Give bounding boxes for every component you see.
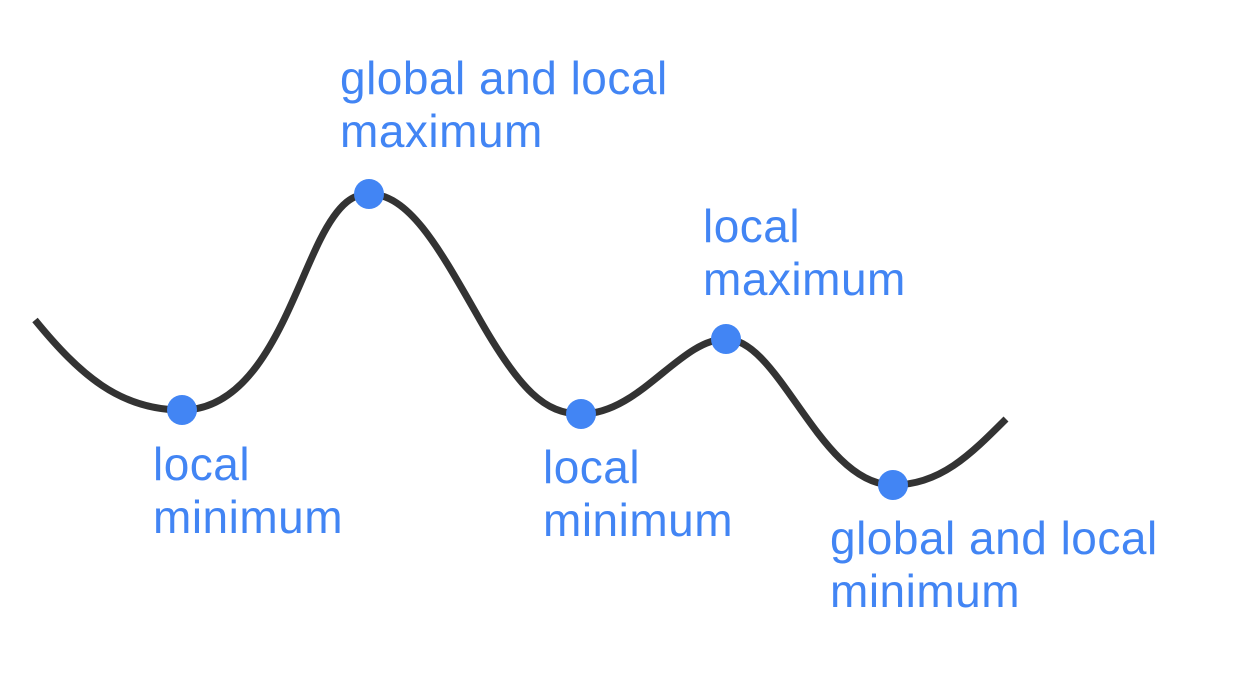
extremum-point-global-and-local-maximum <box>354 179 384 209</box>
extremum-point-local-maximum <box>711 324 741 354</box>
label-line: global and local <box>830 512 1158 564</box>
label-global-local-maximum: global and local maximum <box>340 52 668 158</box>
label-line: minimum <box>543 494 734 546</box>
function-curve <box>32 190 1009 489</box>
label-line: maximum <box>703 253 906 305</box>
label-line: local <box>153 438 251 490</box>
label-global-local-minimum: global and local minimum <box>830 512 1158 618</box>
label-local-minimum-1: local minimum <box>153 438 343 544</box>
extremum-point-global-and-local-minimum <box>878 470 908 500</box>
label-line: maximum <box>340 105 543 157</box>
extremum-point-local-minimum <box>566 399 596 429</box>
label-line: minimum <box>830 565 1021 617</box>
label-line: minimum <box>153 491 344 543</box>
label-line: global and local <box>340 52 668 104</box>
label-local-maximum: local maximum <box>703 200 906 306</box>
extremum-point-local-minimum <box>167 395 197 425</box>
label-line: local <box>703 200 801 252</box>
label-local-minimum-2: local minimum <box>543 441 733 547</box>
label-line: local <box>543 441 641 493</box>
